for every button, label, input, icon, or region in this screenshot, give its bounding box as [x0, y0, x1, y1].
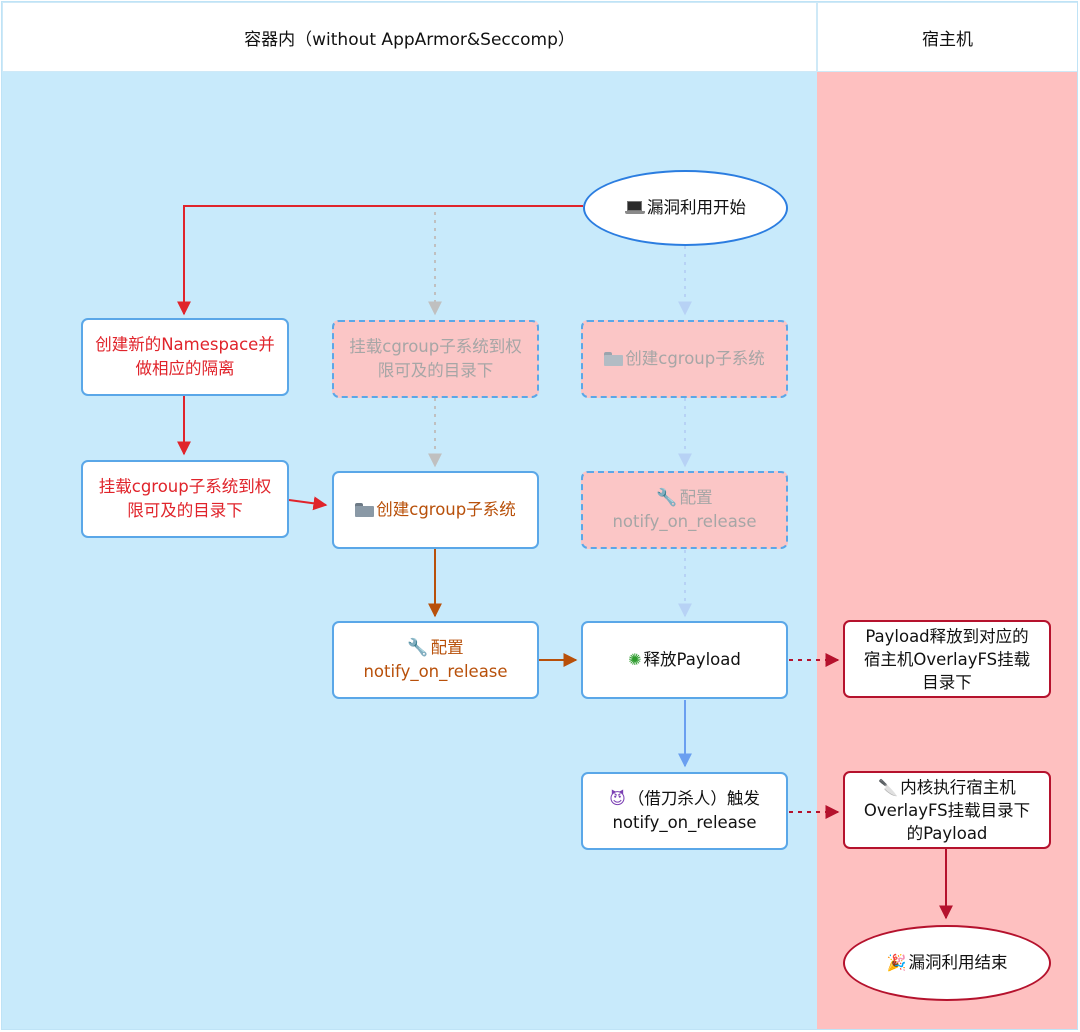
trigger-line2: notify_on_release [612, 813, 757, 832]
host-payload-line1: Payload释放到对应的 [865, 626, 1029, 646]
trigger-line1: 😈（借刀杀人）触发 [609, 787, 760, 811]
edge-start-to-namespace [177, 205, 583, 316]
config-faded-title: 配置 [679, 488, 713, 507]
release-payload-node: ✺ 释放Payload [581, 621, 788, 699]
mount-cgroup-faded-line1: 挂载cgroup子系统到权 [349, 337, 522, 356]
folder-icon [604, 352, 624, 366]
host-payload-line2: 宿主机OverlayFS挂载 [863, 649, 1031, 669]
host-payload-line3: 目录下 [922, 672, 972, 692]
host-exec-line2: OverlayFS挂载目录下 [863, 800, 1031, 820]
wrench-icon: 🔧 [656, 488, 678, 508]
host-exec-node: 🔪内核执行宿主机 OverlayFS挂载目录下 的Payload [843, 771, 1051, 849]
container-lane-title: 容器内（without AppArmor&Seccomp） [244, 29, 575, 50]
create-cgroup-label: 创建cgroup子系统 [376, 500, 516, 519]
laptop-icon [625, 201, 645, 215]
release-payload-label: 释放Payload [643, 650, 741, 669]
end-node: 🎉 漏洞利用结束 [843, 925, 1051, 1001]
host-exec-title: 内核执行宿主机 [900, 777, 1016, 797]
host-lane [817, 72, 1078, 1030]
config-node: 🔧配置 notify_on_release [332, 621, 539, 699]
start-node: 漏洞利用开始 [583, 170, 788, 246]
end-label: 漏洞利用结束 [908, 953, 1008, 972]
container-lane-header: 容器内（without AppArmor&Seccomp） [2, 2, 817, 72]
config-faded-line2: notify_on_release [612, 512, 757, 531]
trigger-title: （借刀杀人）触发 [627, 789, 760, 808]
create-namespace-node: 创建新的Namespace并 做相应的隔离 [81, 318, 289, 396]
create-cgroup-faded-node: 创建cgroup子系统 [581, 320, 788, 398]
wrench-icon: 🔧 [407, 638, 429, 658]
host-payload-node: Payload释放到对应的 宿主机OverlayFS挂载 目录下 [843, 620, 1051, 698]
create-cgroup-node: 创建cgroup子系统 [332, 471, 539, 549]
config-line1: 🔧配置 [407, 636, 463, 660]
config-line2: notify_on_release [363, 662, 508, 681]
host-exec-line3: 的Payload [906, 823, 988, 843]
knife-icon: 🔪 [878, 777, 899, 797]
config-title: 配置 [430, 638, 464, 657]
host-exec-line1: 🔪内核执行宿主机 [878, 776, 1015, 799]
trigger-node: 😈（借刀杀人）触发 notify_on_release [581, 772, 788, 850]
start-label: 漏洞利用开始 [647, 198, 746, 217]
mount-cgroup-line2: 限可及的目录下 [127, 501, 243, 520]
mount-cgroup-line1: 挂载cgroup子系统到权 [98, 477, 272, 496]
host-lane-title: 宿主机 [922, 29, 973, 50]
party-icon: 🎉 [886, 953, 907, 972]
host-lane-header: 宿主机 [817, 2, 1078, 72]
config-faded-line1: 🔧配置 [656, 486, 712, 510]
devil-icon: 😈 [609, 789, 626, 808]
create-namespace-line2: 做相应的隔离 [135, 359, 235, 378]
mount-cgroup-faded-node: 挂载cgroup子系统到权 限可及的目录下 [332, 320, 539, 398]
config-faded-node: 🔧配置 notify_on_release [581, 471, 788, 549]
virus-icon: ✺ [628, 650, 642, 669]
mount-cgroup-faded-line2: 限可及的目录下 [377, 361, 494, 380]
create-cgroup-faded-label: 创建cgroup子系统 [625, 349, 765, 368]
create-namespace-line1: 创建新的Namespace并 [95, 335, 275, 354]
edge-mount-to-create [288, 496, 328, 511]
mount-cgroup-node: 挂载cgroup子系统到权 限可及的目录下 [81, 460, 289, 538]
folder-icon [355, 503, 375, 517]
